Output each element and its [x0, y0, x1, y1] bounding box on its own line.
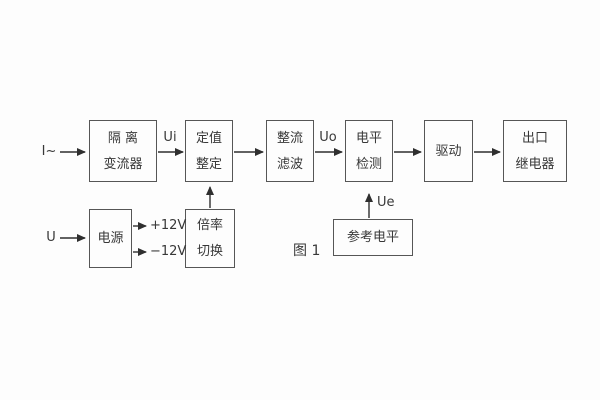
block-label: 出口: [521, 130, 548, 146]
input-label-current: I~: [41, 144, 57, 159]
block-label: 滤波: [276, 156, 303, 172]
block-label: 继电器: [515, 156, 555, 172]
block-level-detector: 电平 检测: [345, 120, 393, 182]
block-label: 检测: [355, 156, 382, 172]
block-label: 定值: [195, 130, 222, 146]
rail-label-pos-12v: +12V: [150, 218, 187, 233]
block-label: 电平: [355, 130, 382, 146]
block-label: 整定: [195, 156, 222, 172]
block-label: 变流器: [103, 156, 143, 172]
input-label-voltage: U: [46, 230, 56, 245]
block-label: 切换: [196, 244, 223, 259]
rail-label-neg-12v: −12V: [150, 244, 187, 259]
block-power-supply: 电源: [89, 209, 132, 268]
block-reference-level: 参考电平: [333, 219, 413, 256]
signal-label-ui: Ui: [163, 130, 177, 145]
block-driver: 驱动: [424, 120, 473, 182]
block-setting-adjustment: 定值 整定: [185, 120, 233, 182]
block-label: 倍率: [196, 218, 223, 233]
block-rectifier-filter: 整流 滤波: [266, 120, 314, 182]
block-label: 参考电平: [346, 230, 399, 245]
signal-label-ue: Ue: [377, 195, 395, 210]
block-isolation-transformer: 隔 离 变流器: [89, 120, 157, 182]
block-label: 隔 离: [107, 130, 139, 146]
figure-caption: 图 1: [293, 243, 321, 259]
signal-label-uo: Uo: [319, 130, 337, 145]
block-label: 电源: [97, 231, 124, 246]
block-label: 整流: [276, 130, 303, 146]
block-ratio-switch: 倍率 切换: [185, 209, 235, 268]
block-label: 驱动: [435, 143, 462, 159]
block-output-relay: 出口 继电器: [503, 120, 567, 182]
